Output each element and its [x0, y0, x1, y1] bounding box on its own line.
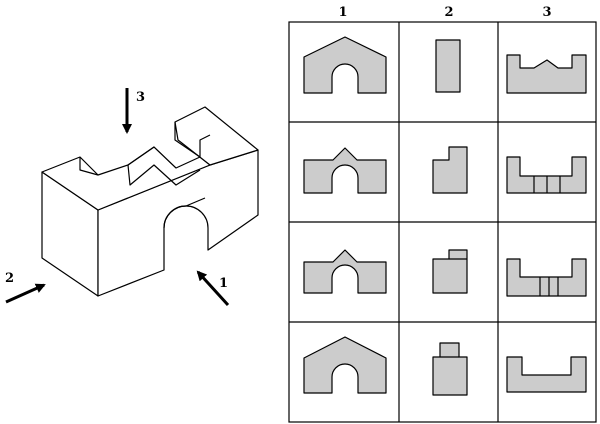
arrow-label-1: 1: [219, 276, 228, 291]
table-row: [303, 36, 587, 94]
view-arrow-1: 1: [196, 270, 230, 307]
view-side-tab: [432, 249, 468, 294]
view-top-v-notch: [506, 54, 587, 94]
views-table: 1 2 3: [288, 5, 597, 423]
view-side-top-tab: [432, 342, 468, 396]
arrow-label-3: 3: [136, 90, 145, 105]
column-header-1: 1: [338, 5, 347, 20]
arrow-label-2: 2: [5, 271, 14, 286]
view-top-channel-lines: [506, 156, 587, 194]
view-side-tall: [435, 39, 461, 93]
table-row: [303, 146, 587, 194]
view-front-small-roof: [303, 147, 387, 194]
view-front-small-roof: [303, 249, 387, 294]
notch-lines: [79, 157, 99, 176]
v-groove-lines: [127, 146, 177, 169]
object-top-right: [174, 106, 259, 166]
column-header-3: 3: [542, 5, 551, 20]
v-groove-lines-2: [127, 164, 201, 186]
view-side-step: [432, 146, 468, 194]
right-step-lines: [174, 122, 211, 158]
view-top-channel: [506, 356, 587, 393]
arch-inner: [163, 197, 206, 229]
view-front-large-roof: [303, 336, 387, 394]
isometric-object: [41, 106, 259, 297]
column-header-2: 2: [444, 5, 453, 20]
table-row: [303, 249, 587, 297]
view-front-large-roof: [303, 36, 387, 94]
view-top-channel-lines: [506, 258, 587, 297]
view-arrow-2: 2: [5, 271, 46, 304]
table-row: [303, 336, 587, 396]
view-arrow-3: 3: [122, 88, 145, 134]
